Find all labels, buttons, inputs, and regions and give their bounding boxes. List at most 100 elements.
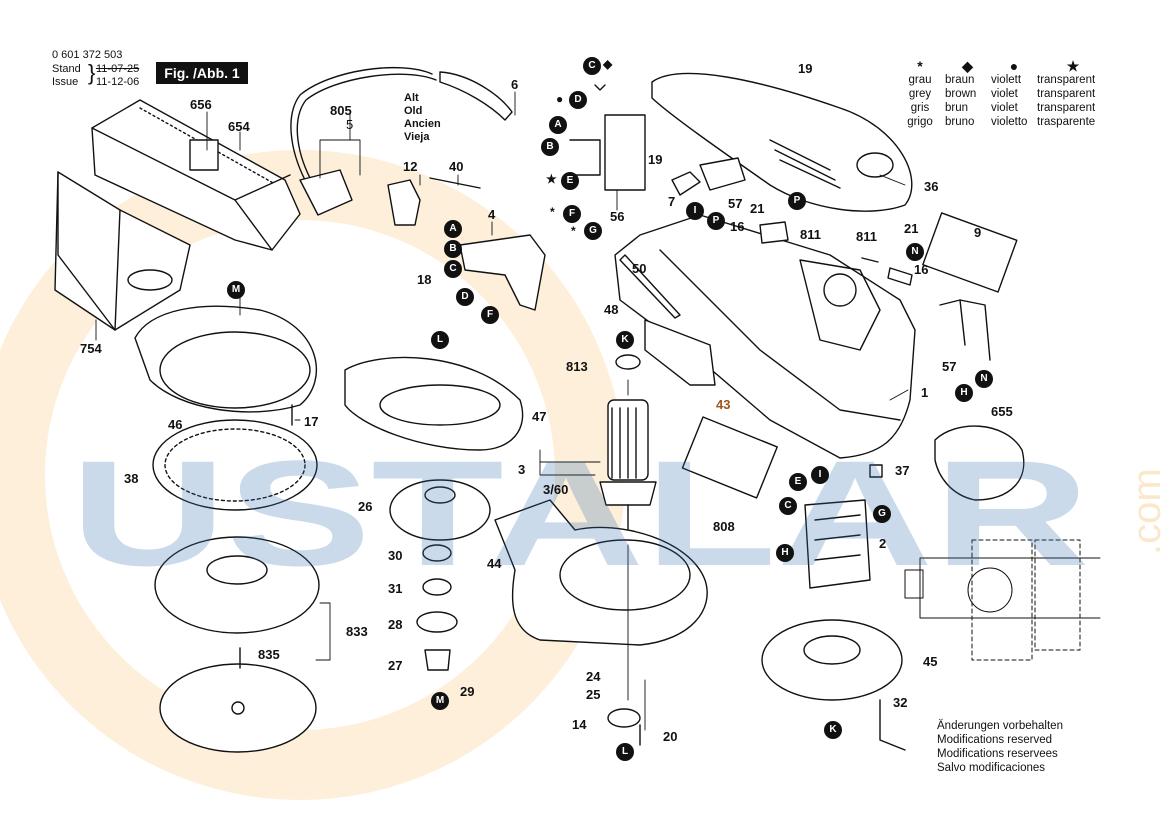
part-number: 36 bbox=[924, 179, 939, 194]
part-number: 754 bbox=[80, 341, 102, 356]
ref-badge: I bbox=[811, 466, 829, 484]
part-number: 50 bbox=[632, 261, 647, 276]
alt-line: Alt bbox=[404, 92, 419, 104]
part-number: 655 bbox=[991, 404, 1013, 419]
ref-badge: N bbox=[906, 243, 924, 261]
bearings-drawing bbox=[416, 354, 641, 728]
ref-badge: H bbox=[776, 544, 794, 562]
old-date: 11-07-25 bbox=[96, 63, 140, 75]
part-number: 37 bbox=[895, 463, 910, 478]
ref-badge: B bbox=[541, 138, 559, 156]
misc-small-parts bbox=[239, 84, 991, 746]
part-number: 656 bbox=[190, 97, 212, 112]
part-number: 19 bbox=[798, 61, 813, 76]
part-number: 811 bbox=[856, 229, 877, 244]
part-number: 18 bbox=[417, 272, 432, 287]
part-number: 833 bbox=[346, 624, 368, 639]
part-number: 21 bbox=[904, 221, 919, 236]
deflector-plate-47 bbox=[344, 356, 524, 451]
ref-badge: G bbox=[873, 505, 891, 523]
leader-lines bbox=[95, 91, 909, 731]
baffle-45 bbox=[761, 619, 903, 701]
legend-name: transparent bbox=[1037, 74, 1096, 86]
part-number: 654 bbox=[228, 119, 250, 134]
legend-name: brun bbox=[945, 102, 969, 114]
part-number: 57 bbox=[942, 359, 957, 374]
part-number: 46 bbox=[168, 417, 183, 432]
legend-symbol: ● bbox=[1009, 58, 1019, 74]
part-number: 16 bbox=[914, 262, 929, 277]
ref-badge: C bbox=[583, 57, 601, 75]
figure-label: Fig. /Abb. 1 bbox=[156, 62, 248, 84]
legend-name: grey bbox=[908, 88, 932, 100]
marker-grey: * bbox=[550, 205, 555, 219]
ring-38 bbox=[152, 419, 318, 511]
base-44 bbox=[494, 499, 708, 646]
legend-name: braun bbox=[945, 74, 975, 86]
ref-badge: A bbox=[549, 116, 567, 134]
top-cover-drawing bbox=[651, 72, 913, 212]
part-number: 4 bbox=[488, 207, 496, 222]
ref-badge: M bbox=[227, 281, 245, 299]
ref-badge: L bbox=[616, 743, 634, 761]
marker-grey: * bbox=[571, 224, 576, 238]
ref-badge: E bbox=[561, 172, 579, 190]
part-number: 43 bbox=[716, 397, 731, 412]
brace: } bbox=[88, 60, 96, 85]
part-number: 835 bbox=[258, 647, 280, 662]
legend-name: violetto bbox=[991, 116, 1028, 128]
sanding-disc-833 bbox=[159, 663, 317, 753]
part-number: 3 bbox=[518, 462, 526, 477]
part-number: 47 bbox=[532, 409, 547, 424]
part-number: 9 bbox=[974, 225, 982, 240]
part-number: 44 bbox=[487, 556, 502, 571]
part-number: 29 bbox=[460, 684, 475, 699]
ref-badge: C bbox=[779, 497, 797, 515]
part-number: 5 bbox=[346, 117, 354, 132]
alt-line: Vieja bbox=[404, 131, 430, 143]
legend-name: violet bbox=[991, 88, 1018, 100]
alt-column: Alt Old Ancien Vieja bbox=[404, 92, 441, 144]
part-number: 1 bbox=[921, 385, 929, 400]
stand-label: Stand bbox=[52, 63, 81, 75]
power-cord-drawing bbox=[290, 66, 513, 216]
part-number: 38 bbox=[124, 471, 139, 486]
ref-badge: P bbox=[707, 212, 725, 230]
marker-transparent: ★ bbox=[546, 172, 557, 186]
armature-3 bbox=[599, 399, 657, 531]
spring-32 bbox=[879, 699, 906, 751]
ref-badge: A bbox=[444, 220, 462, 238]
legend-symbol: ◆ bbox=[962, 58, 973, 74]
legend-symbol: * bbox=[917, 58, 923, 74]
part-number: 27 bbox=[388, 658, 403, 673]
ref-badge: L bbox=[431, 331, 449, 349]
legend-name: grau bbox=[908, 74, 932, 86]
legend-col-transparent: ★ transparent transparent transparent tr… bbox=[1037, 59, 1109, 129]
part-number: 17 bbox=[304, 414, 319, 429]
part-number: 32 bbox=[893, 695, 908, 710]
legend-name: transparent bbox=[1037, 102, 1096, 114]
part-number: 808 bbox=[713, 519, 735, 534]
part-number: 40 bbox=[449, 159, 464, 174]
part-number: 45 bbox=[923, 654, 938, 669]
part-number: 6 bbox=[511, 77, 519, 92]
ref-badge: M bbox=[431, 692, 449, 710]
legend-name: transparent bbox=[1037, 88, 1096, 100]
new-date: 11-12-06 bbox=[96, 76, 140, 88]
part-number: 16 bbox=[730, 219, 745, 234]
part-number: 19 bbox=[648, 152, 663, 167]
part-number: 31 bbox=[388, 581, 403, 596]
modifications-note: Änderungen vorbehalten Modifications res… bbox=[937, 719, 1063, 775]
note-line: Modifications reservees bbox=[937, 748, 1058, 760]
alt-line: Ancien bbox=[404, 118, 441, 130]
part-number: 20 bbox=[663, 729, 678, 744]
note-line: Änderungen vorbehalten bbox=[937, 720, 1063, 732]
ref-badge: D bbox=[456, 288, 474, 306]
legend-name: grigo bbox=[907, 116, 933, 128]
part-number: 3/60 bbox=[543, 482, 569, 497]
part-number: 2 bbox=[879, 536, 887, 551]
ref-badge: G bbox=[584, 222, 602, 240]
part-number: 28 bbox=[388, 617, 403, 632]
part-number: 12 bbox=[403, 159, 418, 174]
